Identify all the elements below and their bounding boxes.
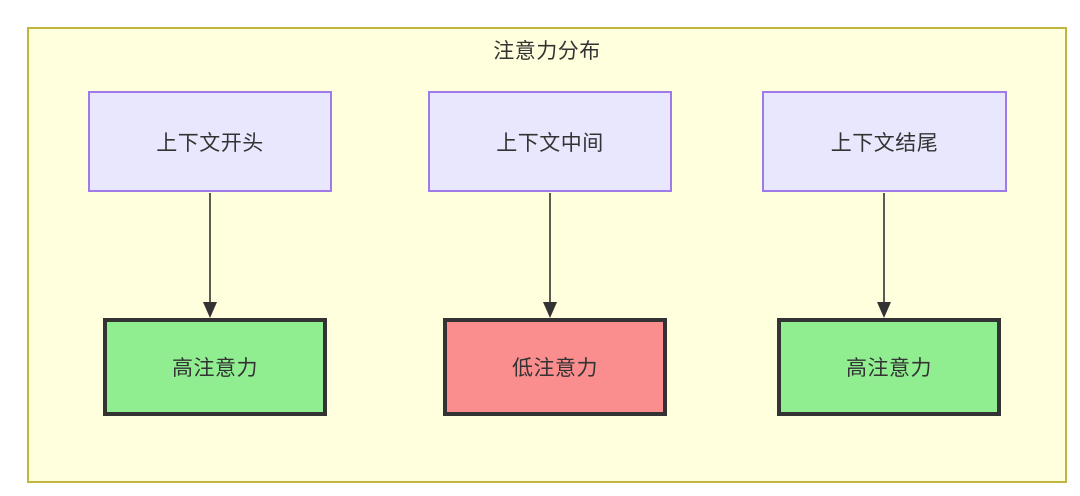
diagram-title: 注意力分布 [493,39,601,63]
node-ctx-end[interactable]: 上下文结尾 [762,91,1007,192]
node-label: 低注意力 [512,356,598,380]
node-attn-low-middle[interactable]: 低注意力 [443,318,667,416]
node-label: 上下文开头 [156,130,264,155]
node-label: 高注意力 [846,356,932,380]
node-label: 上下文结尾 [830,130,939,155]
node-ctx-start[interactable]: 上下文开头 [88,91,332,192]
node-attn-high-start[interactable]: 高注意力 [103,318,327,416]
node-attn-high-end[interactable]: 高注意力 [777,318,1001,416]
node-label: 高注意力 [172,356,258,380]
node-ctx-middle[interactable]: 上下文中间 [428,91,672,192]
node-label: 上下文中间 [496,130,604,155]
